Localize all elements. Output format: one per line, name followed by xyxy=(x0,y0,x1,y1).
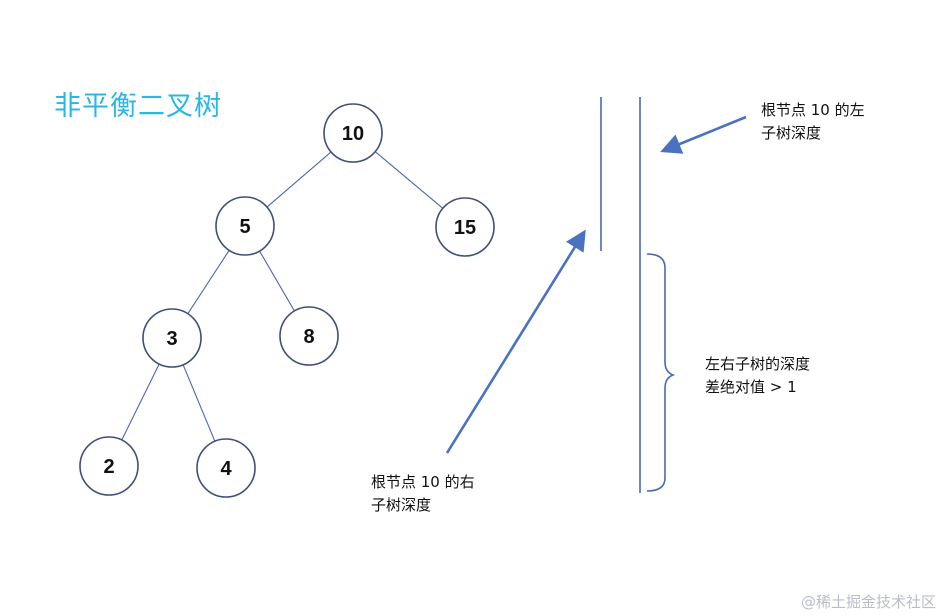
tree-node-10: 10 xyxy=(323,103,383,163)
tree-node-circle xyxy=(196,438,256,498)
tree-edge-n5-n3 xyxy=(187,249,230,315)
tree-edge-n3-n4 xyxy=(182,364,216,442)
depth-difference-note-line2: 差绝对值 > 1 xyxy=(705,378,797,396)
tree-node-label: 2 xyxy=(103,456,114,478)
watermark: @稀土掘金技术社区 xyxy=(800,593,936,611)
right-depth-note-line1: 根节点 10 的右 xyxy=(371,473,475,491)
tree-node-2: 2 xyxy=(79,436,139,496)
tree-edge-n10-n15 xyxy=(374,151,444,209)
tree-node-label: 4 xyxy=(220,458,232,480)
tree-nodes: 10 5 15 3 8 2 4 xyxy=(79,103,495,498)
left-depth-note-line1: 根节点 10 的左 xyxy=(761,101,865,119)
tree-node-circle xyxy=(323,103,383,163)
tree-node-5: 5 xyxy=(215,196,275,256)
tree-node-4: 4 xyxy=(196,438,256,498)
tree-node-3: 3 xyxy=(142,308,202,368)
left-depth-note-line2: 子树深度 xyxy=(761,124,822,142)
tree-node-circle xyxy=(79,436,139,496)
right-depth-note-line2: 子树深度 xyxy=(371,496,432,514)
tree-edges xyxy=(121,151,444,442)
tree-node-circle xyxy=(279,306,339,366)
tree-node-label: 5 xyxy=(239,216,250,238)
right-depth-arrow xyxy=(445,229,586,454)
right-depth-note: 根节点 10 的右 子树深度 xyxy=(371,471,475,517)
left-depth-arrow xyxy=(660,115,747,154)
tree-node-label: 3 xyxy=(166,328,177,350)
depth-difference-brace xyxy=(646,253,676,492)
tree-node-circle xyxy=(215,196,275,256)
depth-difference-note-line1: 左右子树的深度 xyxy=(705,355,811,373)
tree-node-15: 15 xyxy=(435,197,495,257)
depth-difference-note: 左右子树的深度 差绝对值 > 1 xyxy=(705,353,810,399)
tree-node-label: 8 xyxy=(303,326,314,348)
tree-node-label: 10 xyxy=(342,123,364,145)
tree-edge-n3-n2 xyxy=(121,363,160,441)
diagram-title: 非平衡二叉树 xyxy=(54,91,222,122)
tree-node-circle xyxy=(435,197,495,257)
tree-node-label: 15 xyxy=(454,217,476,239)
left-depth-note: 根节点 10 的左 子树深度 xyxy=(761,99,865,145)
tree-edge-n5-n8 xyxy=(259,250,295,312)
tree-edge-n10-n5 xyxy=(266,151,332,208)
tree-node-circle xyxy=(142,308,202,368)
tree-node-8: 8 xyxy=(279,306,339,366)
